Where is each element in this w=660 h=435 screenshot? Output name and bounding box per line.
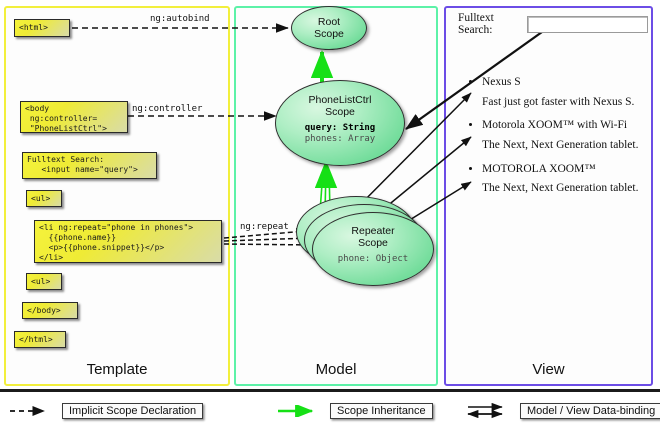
code-box-html-close: </html>: [14, 331, 66, 348]
legend-label-implicit-scope-declaration: Implicit Scope Declaration: [62, 403, 204, 419]
legend-label-model-view-data-binding: Model / View Data-binding: [520, 403, 660, 419]
code-box-li-repeat: <li ng:repeat="phone in phones"> {{phone…: [34, 220, 222, 263]
view-content: Fulltext Search: Nexus S Fast just got f…: [452, 12, 648, 206]
code-box-body-open: <body ng:controller= "PhoneListCtrl">: [20, 101, 128, 133]
view-search-input[interactable]: [527, 15, 648, 33]
scope-repeater-title: Repeater Scope: [351, 225, 395, 250]
list-item[interactable]: Motorola XOOM™ with Wi-Fi: [482, 119, 648, 132]
scope-prop-phone: phone: Object: [337, 254, 409, 265]
list-item[interactable]: Nexus S: [482, 76, 648, 89]
green-arrow-icon: [278, 405, 314, 417]
code-box-fulltext-search: Fulltext Search: <input name="query">: [22, 152, 157, 179]
scope-phonelistctrl: PhoneListCtrl Scope query: String phones…: [275, 80, 405, 166]
legend-label-scope-inheritance: Scope Inheritance: [330, 403, 433, 419]
view-phone-list: Nexus S Fast just got faster with Nexus …: [452, 76, 648, 195]
panel-view-label: View: [532, 361, 565, 378]
panel-template-label: Template: [86, 361, 148, 378]
legend-divider: [0, 389, 660, 392]
list-item-snippet: The Next, Next Generation tablet.: [482, 139, 648, 152]
code-box-body-close: </body>: [22, 302, 78, 319]
scope-root-title: Root Scope: [314, 15, 344, 40]
list-item-snippet: The Next, Next Generation tablet.: [482, 182, 648, 195]
phone-snippet: The Next, Next Generation tablet.: [482, 138, 639, 151]
scope-repeater-props: phone: Object: [313, 254, 433, 265]
dashed-arrow-icon: [10, 405, 45, 417]
legend-item-scope-inheritance: Scope Inheritance: [276, 403, 433, 419]
panel-model: Model: [234, 6, 438, 386]
legend-item-model-view-data-binding: Model / View Data-binding: [466, 403, 660, 419]
scope-phonelistctrl-title: PhoneListCtrl Scope: [308, 94, 372, 119]
scope-prop-phones: phones: Array: [304, 134, 376, 145]
list-item-snippet: Fast just got faster with Nexus S.: [482, 96, 648, 109]
scope-phonelistctrl-props: query: String phones: Array: [276, 123, 404, 146]
edge-label-ng-repeat: ng:repeat: [240, 222, 289, 232]
phone-snippet: Fast just got faster with Nexus S.: [482, 95, 635, 108]
legend: Implicit Scope Declaration Scope Inherit…: [0, 395, 660, 435]
double-arrow-icon: [467, 403, 503, 419]
code-box-ul-open: <ul>: [26, 190, 62, 207]
phone-name: Motorola XOOM™ with Wi-Fi: [482, 119, 628, 132]
panel-model-label: Model: [315, 361, 357, 378]
phone-name: MOTOROLA XOOM™: [482, 162, 596, 175]
view-search-label: Fulltext Search:: [458, 12, 494, 36]
code-box-ul-close: <ul>: [26, 273, 62, 290]
scope-prop-query: query: String: [304, 123, 376, 134]
legend-item-implicit-scope-declaration: Implicit Scope Declaration: [8, 403, 204, 419]
view-search-row: Fulltext Search:: [452, 12, 648, 36]
list-item[interactable]: MOTOROLA XOOM™: [482, 163, 648, 176]
phone-snippet: The Next, Next Generation tablet.: [482, 182, 639, 195]
edge-label-ng-autobind: ng:autobind: [150, 14, 210, 24]
scope-root: Root Scope: [291, 6, 367, 50]
phone-name: Nexus S: [482, 76, 521, 88]
edge-label-ng-controller: ng:controller: [132, 104, 203, 114]
scope-repeater: Repeater Scope phone: Object: [312, 212, 434, 286]
code-box-html-open: <html>: [14, 19, 70, 37]
